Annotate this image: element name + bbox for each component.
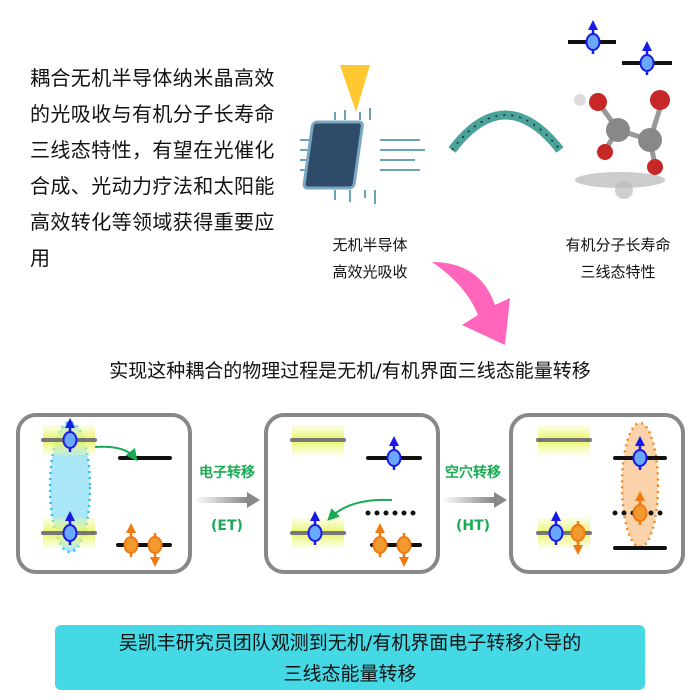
particle-face-icon [639, 54, 655, 72]
spin-up-electron [372, 523, 388, 557]
step-et-label: 电子转移 [199, 464, 255, 481]
process-heading: 实现这种耦合的物理过程是无机/有机界面三线态能量转移 [109, 360, 591, 382]
arrow-head-icon [65, 418, 75, 428]
particle-face-icon [123, 536, 139, 554]
conclusion-line2: 三线态能量转移 [283, 663, 417, 685]
spin-up-electron [307, 511, 323, 545]
hole-transfer-arrow [327, 498, 393, 521]
particle-face-icon [62, 524, 78, 542]
arrow-head-icon [310, 511, 320, 521]
arrow-head-icon [375, 523, 385, 533]
spin-up-electron [632, 436, 648, 470]
particle-face-icon [548, 524, 564, 542]
spin-up-electron [386, 436, 402, 470]
inorganic-label: 无机半导体 高效光吸收 [310, 232, 430, 286]
particle-face-icon [632, 504, 648, 522]
particle-face-icon [307, 524, 323, 542]
spin-down-electron [147, 533, 163, 567]
intro-text: 耦合无机半导体纳米晶高效的光吸收与有机分子长寿命三线态特性，有望在光催化合成、光… [30, 66, 275, 270]
particle-face-icon [372, 536, 388, 554]
particle-face-icon [386, 449, 402, 467]
conclusion-text: 吴凯丰研究员团队观测到无机/有机界面电子转移介导的 三线态能量转移 [0, 628, 700, 690]
arrow-head-icon [642, 41, 652, 51]
spin-up-electron [123, 523, 139, 557]
spin-up-electron [585, 20, 601, 54]
arrow-head-icon [389, 436, 399, 446]
arrow-head-icon [635, 491, 645, 501]
step-ht-abbr: (HT) [456, 518, 490, 534]
arrow-head-icon [126, 523, 136, 533]
conclusion-line1: 吴凯丰研究员团队观测到无机/有机界面电子转移介导的 [118, 632, 582, 654]
particle-face-icon [570, 524, 586, 542]
pink-down-arrow [432, 262, 510, 345]
molecule-illustration [574, 90, 670, 199]
spin-down-electron [396, 533, 412, 567]
step-arrow-et [195, 492, 260, 508]
arrow-head-icon [573, 545, 583, 555]
electron-transfer-arrow [94, 445, 138, 462]
spin-up-electron [62, 418, 78, 452]
step-et-abbr: (ET) [211, 518, 243, 534]
spin-up-electron [639, 41, 655, 75]
particle-face-icon [396, 536, 412, 554]
particle-face-icon [62, 431, 78, 449]
particle-face-icon [632, 449, 648, 467]
bridge-arch-illustration [448, 110, 564, 153]
arrow-head-icon [399, 557, 409, 567]
organic-label-line1: 有机分子长寿命 [565, 236, 671, 254]
arrow-head-icon [588, 20, 598, 30]
particle-face-icon [147, 536, 163, 554]
spin-up-electron [548, 511, 564, 545]
step-arrow-ht [442, 492, 507, 508]
spin-up-electron [62, 511, 78, 545]
organic-label-line2: 三线态特性 [580, 263, 656, 281]
arrow-head-icon [551, 511, 561, 521]
particle-face-icon [585, 33, 601, 51]
spin-level-icons [568, 40, 672, 65]
semiconductor-chip-illustration [300, 108, 425, 204]
inorganic-label-line1: 无机半导体 [332, 236, 408, 254]
step-ht-label: 空穴转移 [445, 464, 501, 481]
arrow-head-icon [150, 557, 160, 567]
light-beam [340, 65, 370, 112]
conclusion-banner [55, 625, 645, 690]
spin-up-electron [632, 491, 648, 525]
arrow-head-icon [65, 511, 75, 521]
spin-down-electron [570, 521, 586, 555]
arrow-head-icon [635, 436, 645, 446]
inorganic-label-line2: 高效光吸收 [332, 263, 408, 281]
organic-label: 有机分子长寿命 三线态特性 [548, 232, 688, 286]
